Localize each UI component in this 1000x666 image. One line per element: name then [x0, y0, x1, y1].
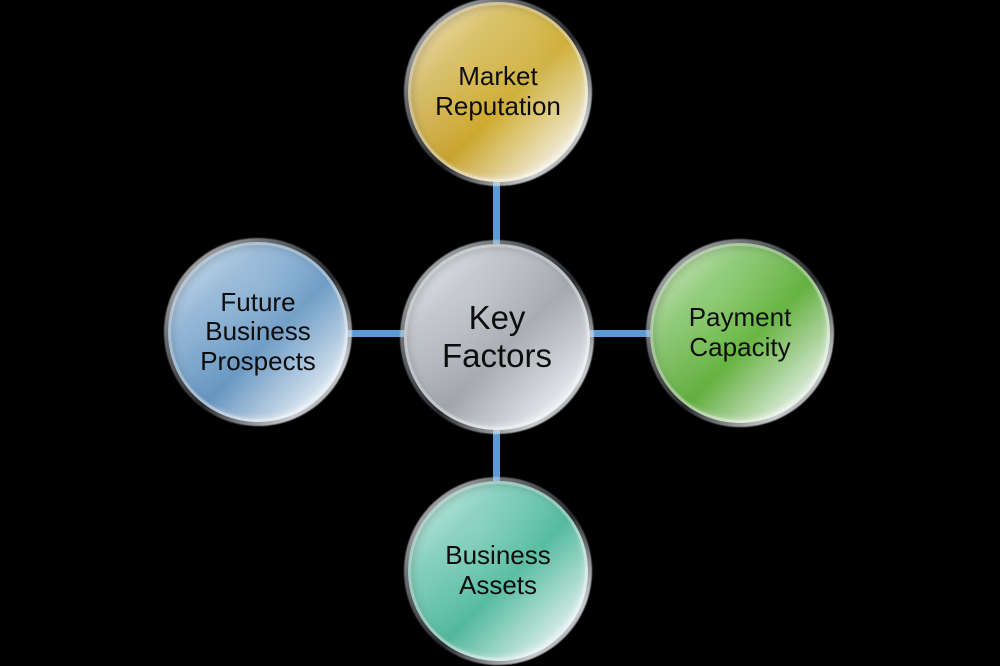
connector-center-to-top: [493, 178, 500, 248]
node-key-factors-label: Key Factors: [441, 299, 553, 374]
node-market-reputation[interactable]: Market Reputation: [408, 2, 588, 182]
node-business-assets[interactable]: Business Assets: [408, 481, 588, 661]
node-payment-capacity[interactable]: Payment Capacity: [650, 243, 830, 423]
connector-center-to-right: [586, 330, 654, 337]
node-market-reputation-label: Market Reputation: [435, 61, 561, 121]
node-business-assets-label: Business Assets: [445, 540, 551, 600]
connector-center-to-left: [344, 330, 408, 337]
node-future-business-prospects-label: Future Business Prospects: [200, 286, 316, 376]
node-payment-capacity-label: Payment Capacity: [688, 302, 792, 362]
connector-center-to-bottom: [493, 426, 500, 485]
node-future-business-prospects[interactable]: Future Business Prospects: [168, 242, 348, 422]
node-key-factors-center[interactable]: Key Factors: [404, 244, 590, 430]
